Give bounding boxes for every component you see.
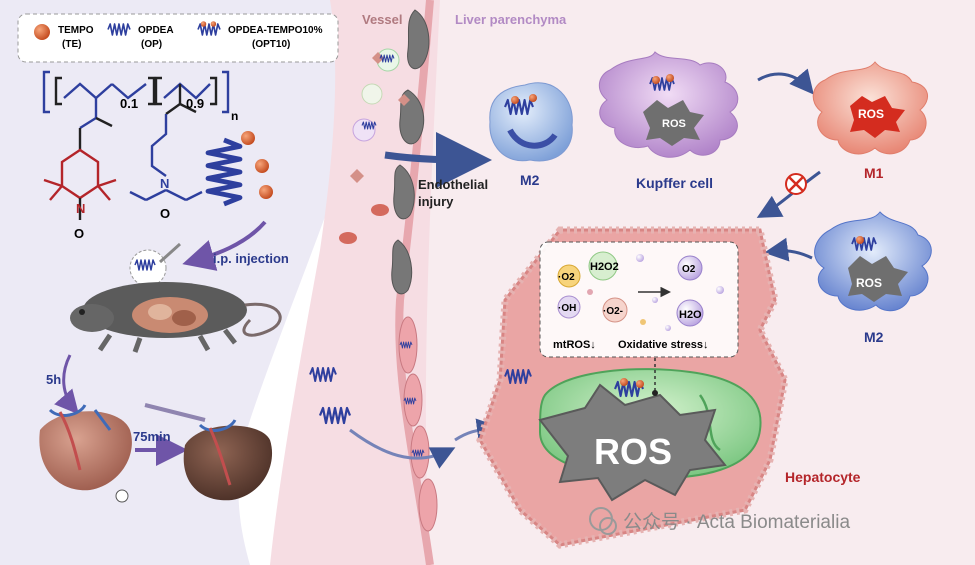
kupffer-ros-label: ROS xyxy=(662,118,686,130)
polarization-arrow xyxy=(757,68,814,95)
ros-inset-box xyxy=(539,241,739,358)
legend-opt10-abbr: (OPT10) xyxy=(252,39,290,50)
m1-ros-label: ROS xyxy=(858,107,884,121)
inhibited-arrow xyxy=(756,170,821,218)
mouse-illustration xyxy=(70,282,282,353)
delivery-arrow xyxy=(349,428,456,469)
injury-label-line2: injury xyxy=(418,194,454,209)
injury-label-line1: Endothelial xyxy=(418,177,488,192)
chem-n-opdea: N xyxy=(160,176,169,191)
kupffer-label: Kupffer cell xyxy=(636,175,713,191)
m1-label: M1 xyxy=(864,165,884,181)
chem-subscript-01: 0.1 xyxy=(120,96,138,111)
region-vessel-label: Vessel xyxy=(362,12,403,27)
chem-n-tempo: N xyxy=(76,201,85,216)
m2-macrophage-right xyxy=(814,211,932,312)
step-time2-label: 75min xyxy=(133,429,171,444)
tempo-bead-icon xyxy=(241,131,255,145)
liver-injured xyxy=(183,419,273,501)
chem-subscript-09: 0.9 xyxy=(186,96,204,111)
species-superoxide-2: ·O2- xyxy=(603,306,623,317)
watermark: 公众号 · Acta Biomaterialia xyxy=(589,507,850,535)
hepatocyte-label: Hepatocyte xyxy=(785,469,861,485)
watermark-text: 公众号 · Acta Biomaterialia xyxy=(623,511,850,533)
legend-opdea-name: OPDEA xyxy=(138,25,174,36)
ros-burst-hepatocyte xyxy=(538,383,727,502)
species-h2o2: H2O2 xyxy=(590,261,619,273)
chemical-structure xyxy=(42,70,230,220)
legend-tempo-abbr: (TE) xyxy=(62,39,81,50)
hepatocyte-ros-label: ROS xyxy=(594,431,672,472)
tempo-bead-icon xyxy=(259,185,273,199)
injury-arrow xyxy=(384,131,492,188)
species-h2o: H2O xyxy=(679,309,702,321)
syringe-icon xyxy=(158,242,182,264)
step-time1-label: 5h xyxy=(46,372,61,387)
tempo-legend-icon xyxy=(34,24,50,40)
m2-macrophage-top xyxy=(489,82,573,162)
species-hydroxyl: ·OH xyxy=(558,303,576,314)
legend-box: TEMPO (TE) OPDEA (OP) OPDEA-TEMPO10% (OP… xyxy=(17,13,339,63)
m2-right-label: M2 xyxy=(864,329,884,345)
legend-tempo-name: TEMPO xyxy=(58,25,94,36)
species-superoxide-1: ·O2 xyxy=(558,272,575,283)
liver-healthy xyxy=(39,404,132,503)
kupffer-cell xyxy=(599,51,739,158)
chem-repeat-n: n xyxy=(231,109,238,123)
tempo-bead-icon xyxy=(636,380,644,388)
region-parenchyma-label: Liver parenchyma xyxy=(455,12,567,27)
species-o2: O2 xyxy=(682,264,696,275)
m2-right-ros-label: ROS xyxy=(856,276,882,290)
m2-to-hepatocyte-arrow xyxy=(764,237,813,262)
syringe-icon-2 xyxy=(144,403,206,422)
inhibit-cross-icon xyxy=(788,176,804,192)
inset-pointer-dot xyxy=(652,390,658,396)
m2-top-label: M2 xyxy=(520,172,540,188)
chem-o-opdea: O xyxy=(160,206,170,221)
step-injection-label: i.p. injection xyxy=(213,251,289,266)
tempo-bead-icon xyxy=(255,159,269,173)
tempo-bead-icon xyxy=(620,378,628,386)
opt10-legend-icon xyxy=(197,21,221,36)
injection-arrow xyxy=(182,220,267,271)
inset-caption-stress: Oxidative stress↓ xyxy=(618,339,709,351)
legend-opdea-abbr: (OP) xyxy=(141,39,162,50)
inset-caption-mtros: mtROS↓ xyxy=(553,339,596,351)
chem-o-minus-tempo: O xyxy=(74,226,84,241)
m1-macrophage xyxy=(812,61,928,155)
legend-opt10-name: OPDEA-TEMPO10% xyxy=(228,25,323,36)
blood-cells xyxy=(339,48,410,244)
time-arrow-5h xyxy=(54,354,79,415)
